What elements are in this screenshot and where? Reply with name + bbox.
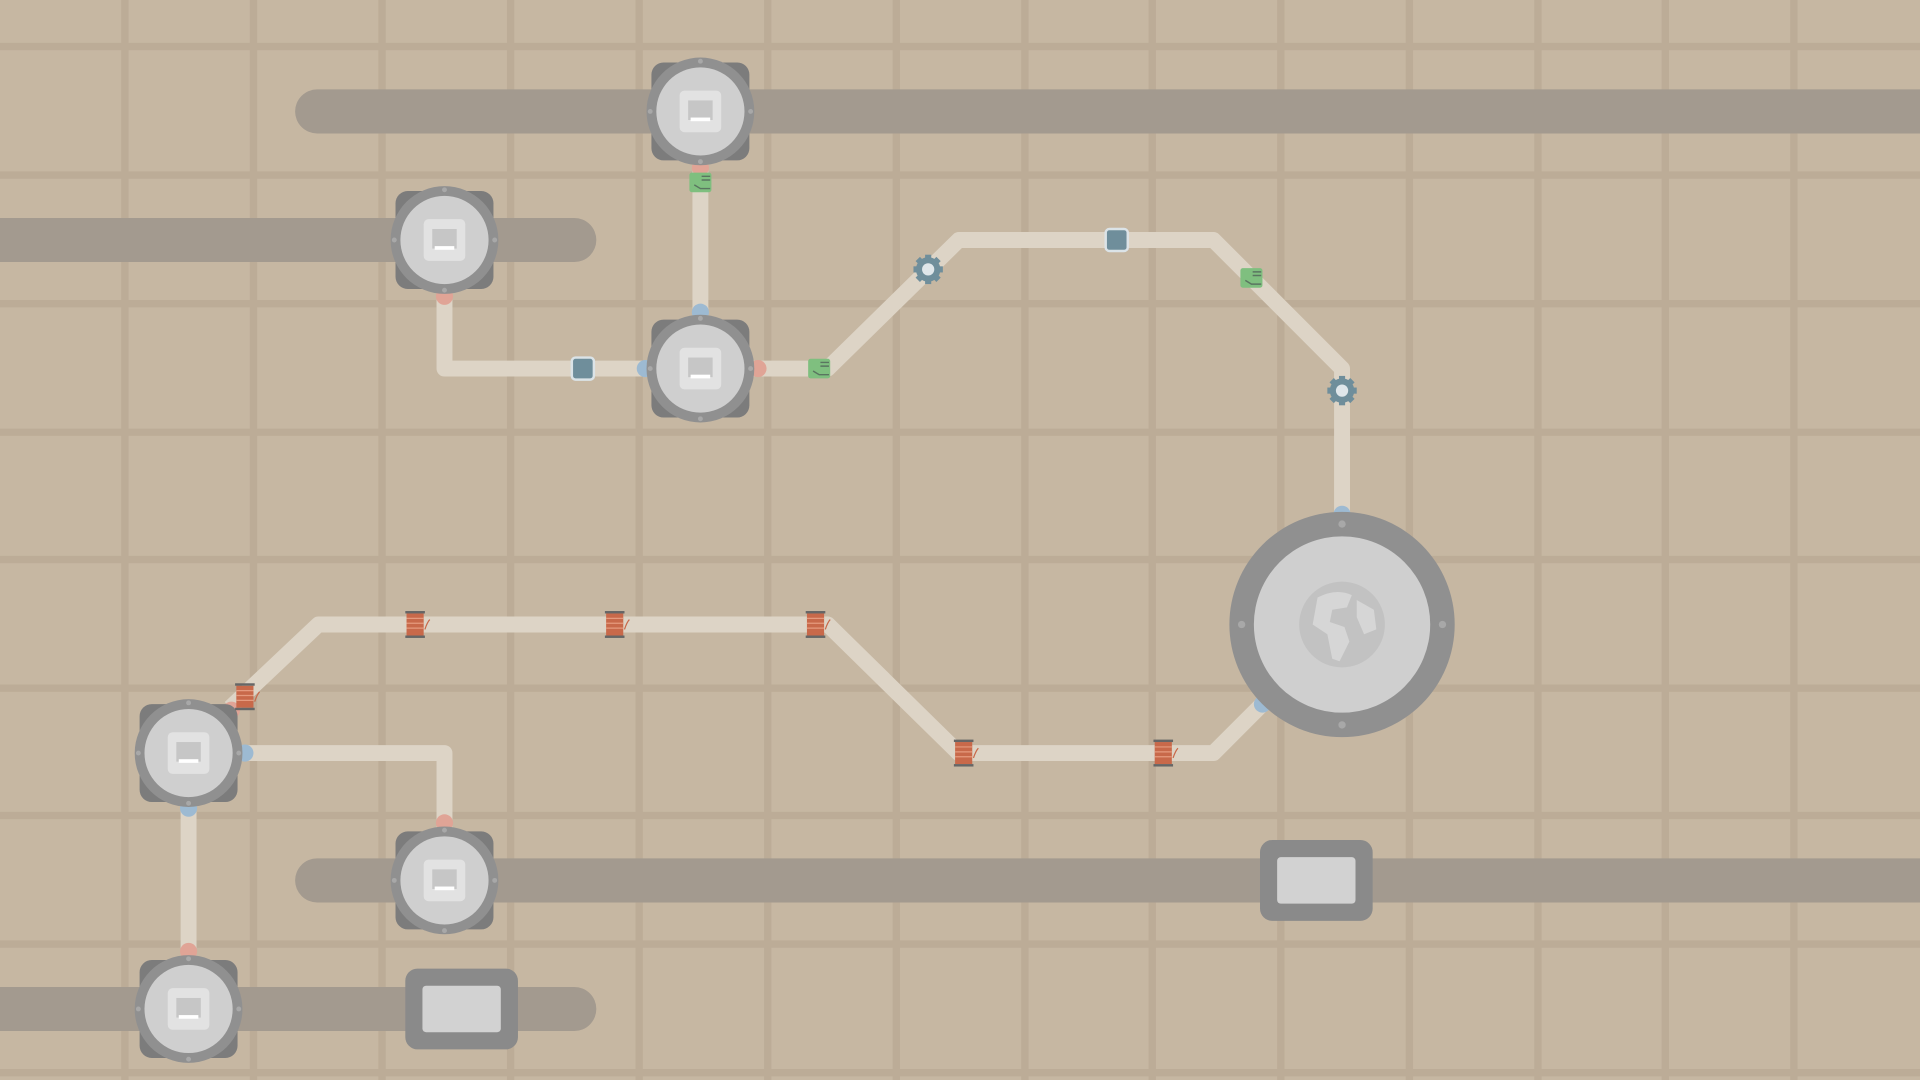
circuit-chip-icon <box>688 171 713 193</box>
metal-block-icon <box>570 356 596 381</box>
gear-icon <box>913 254 943 285</box>
machine[interactable] <box>646 314 755 423</box>
path[interactable] <box>224 616 1267 762</box>
machine[interactable] <box>390 186 499 294</box>
machine[interactable] <box>134 955 243 1063</box>
globe-icon <box>1299 581 1385 668</box>
gear-icon <box>1327 375 1357 406</box>
path[interactable] <box>240 745 453 828</box>
circuit-chip-icon <box>1239 267 1264 289</box>
circuit-chip-icon <box>807 358 831 380</box>
machine[interactable] <box>646 57 755 166</box>
hub[interactable] <box>1229 511 1455 738</box>
crate[interactable] <box>1260 840 1373 921</box>
metal-block-icon <box>1104 227 1129 253</box>
crate[interactable] <box>405 968 518 1050</box>
machine[interactable] <box>390 826 499 935</box>
machine[interactable] <box>134 699 243 807</box>
